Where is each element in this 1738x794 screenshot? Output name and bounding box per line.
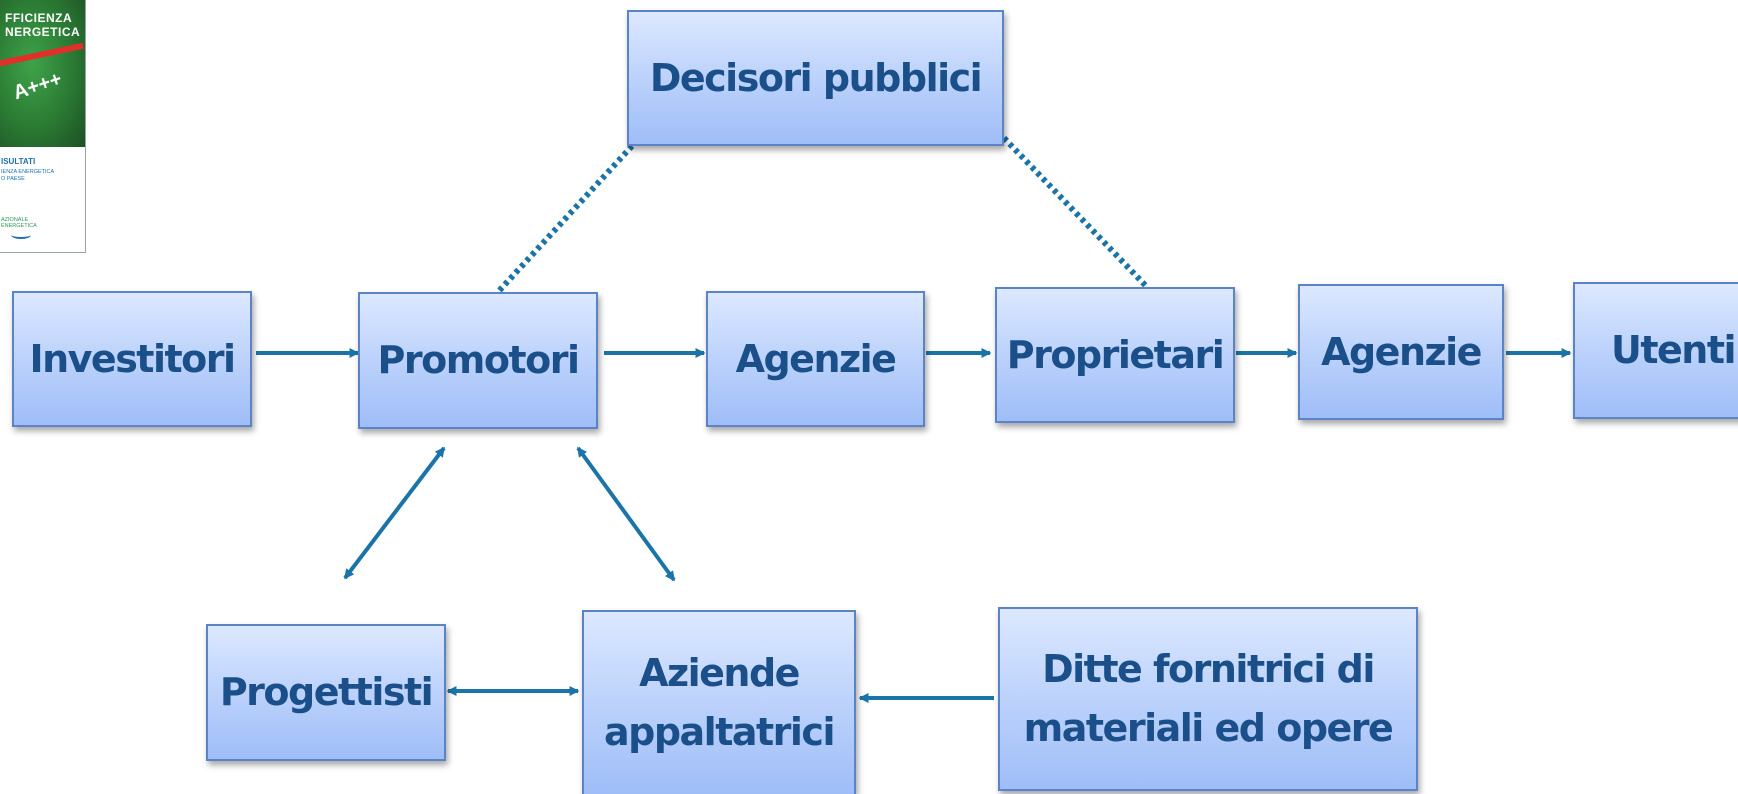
node-proprietari: Proprietari	[995, 287, 1235, 423]
cover-logo-text: AZIONALE ENERGETICA	[1, 217, 37, 229]
cover-green-panel	[0, 0, 85, 147]
cover-subtitle: ISULTATI	[1, 157, 36, 166]
arrow-promotori-aziende	[576, 446, 676, 582]
report-cover-thumbnail: FFICIENZA NERGETICA A+++ ISULTATI IENZA …	[0, 0, 86, 253]
node-utenti: Utenti	[1573, 282, 1738, 419]
cover-subtitle-small: IENZA ENERGETICA O PAESE	[1, 169, 55, 182]
node-aziende-appaltatrici: Aziende appaltatrici	[582, 610, 856, 794]
node-promotori: Promotori	[358, 292, 598, 429]
cover-logo-icon	[11, 231, 31, 239]
arrow-promotori-progettisti	[343, 446, 446, 580]
node-investitori: Investitori	[12, 291, 252, 427]
dotted-link-decisori-proprietari	[1001, 135, 1149, 289]
node-ditte-fornitrici: Ditte fornitrici di materiali ed opere	[998, 607, 1418, 791]
dotted-link-decisori-promotori	[495, 143, 635, 295]
node-decisori-pubblici: Decisori pubblici	[627, 10, 1004, 146]
node-agenzie-2: Agenzie	[1298, 284, 1504, 420]
node-agenzie-1: Agenzie	[706, 291, 925, 427]
node-progettisti: Progettisti	[206, 624, 446, 761]
cover-title: FFICIENZA NERGETICA	[5, 11, 81, 39]
